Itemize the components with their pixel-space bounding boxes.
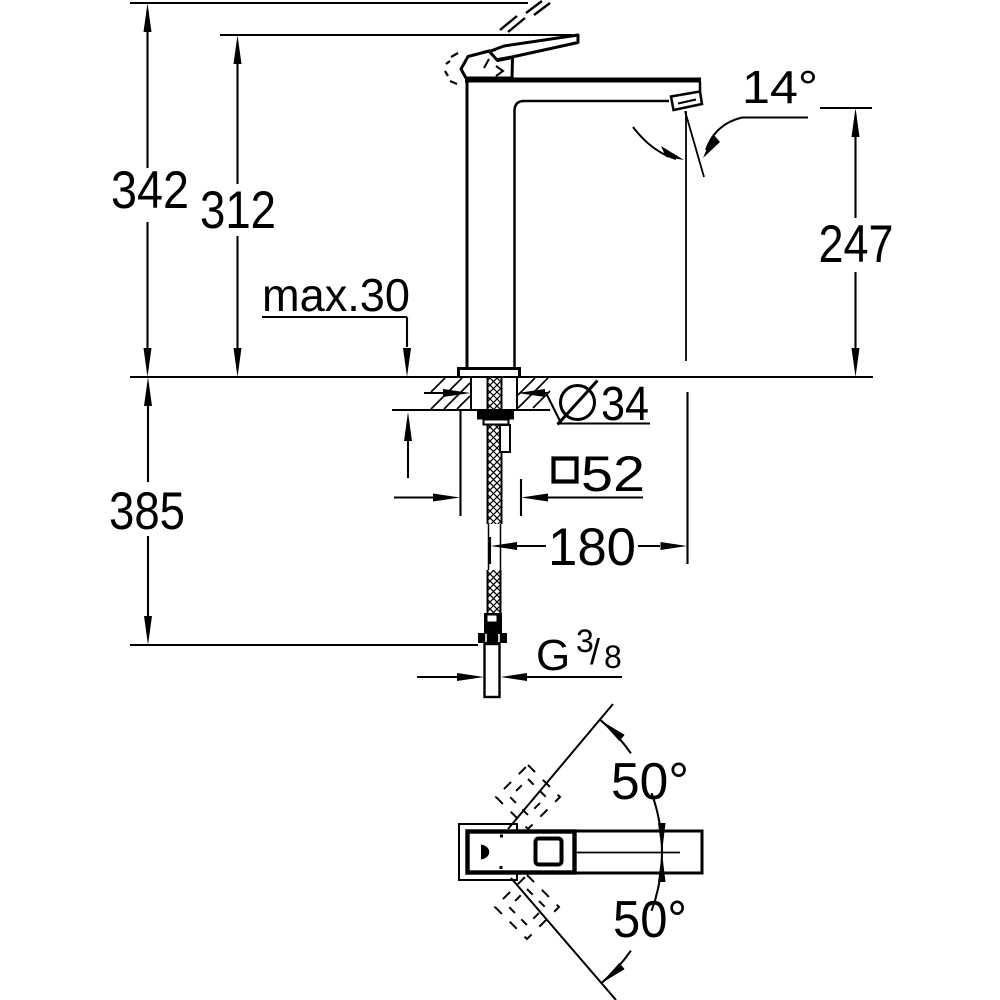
diameter-symbol-slash bbox=[556, 379, 599, 426]
arrowhead bbox=[521, 493, 548, 502]
thread-label-slash: / bbox=[590, 631, 600, 672]
spout-angle-line bbox=[684, 110, 705, 178]
plan-handle-mark bbox=[481, 844, 490, 860]
square-symbol bbox=[551, 456, 579, 484]
arrowhead bbox=[703, 134, 720, 158]
swivel-limit-line-lower bbox=[510, 877, 617, 1000]
dimension-square-52: 52 bbox=[394, 410, 645, 516]
arrowhead bbox=[600, 962, 625, 984]
arrowhead bbox=[433, 493, 460, 502]
arrowhead bbox=[490, 542, 517, 550]
dim-projection-label: 180 bbox=[548, 518, 636, 577]
plan-dot-bottom bbox=[499, 866, 503, 869]
arrowhead bbox=[144, 377, 152, 406]
mounting-nut bbox=[477, 410, 514, 420]
dim-total-height-label: 342 bbox=[111, 161, 189, 220]
dimension-385: 385 bbox=[109, 377, 185, 645]
lever-arm bbox=[486, 33, 580, 62]
connector-nut bbox=[478, 633, 507, 643]
lever-swing-break-marks bbox=[499, 0, 551, 33]
lever-base bbox=[466, 76, 514, 83]
dimension-180: 180 bbox=[488, 392, 689, 577]
arrowhead bbox=[144, 616, 152, 645]
dimension-50deg-lower: 50° bbox=[599, 852, 687, 985]
arrowhead bbox=[403, 348, 411, 377]
arrowhead bbox=[404, 412, 412, 441]
dimension-342: 342 bbox=[111, 1, 528, 377]
lever-raised-position-dashes bbox=[444, 52, 459, 86]
arrowhead bbox=[143, 348, 152, 377]
arrowhead bbox=[143, 3, 152, 32]
dim-outlet-height-label: 247 bbox=[819, 215, 894, 274]
counter-hatching bbox=[430, 377, 551, 410]
plan-dot-top bbox=[500, 834, 503, 838]
arrowhead bbox=[457, 673, 484, 681]
arrowhead bbox=[661, 146, 684, 160]
arrowhead bbox=[600, 720, 625, 742]
dimension-247: 247 bbox=[819, 106, 894, 377]
arrowhead bbox=[500, 673, 527, 681]
dim-spout-angle-label: 14° bbox=[742, 61, 818, 113]
dim-base-square-label: 52 bbox=[581, 446, 645, 502]
dim-spout-height-label: 312 bbox=[200, 181, 276, 240]
thread-nipple bbox=[483, 642, 501, 699]
arrowhead bbox=[443, 389, 471, 397]
thread-label-numerator: 3 bbox=[576, 623, 594, 659]
hose-stub bbox=[499, 424, 511, 453]
thread-label-denominator: 8 bbox=[604, 639, 622, 675]
dim-max-thickness-label: max.30 bbox=[262, 269, 410, 321]
faucet-side-view bbox=[130, 0, 873, 699]
arrowhead bbox=[660, 542, 687, 550]
threaded-shank-and-hose bbox=[477, 378, 514, 699]
dim-swivel-lower-label: 50° bbox=[613, 891, 687, 949]
hose-connector-slot bbox=[487, 615, 497, 622]
lever-detail-marks bbox=[482, 49, 505, 77]
dimension-diameter-34: 34 bbox=[424, 378, 650, 431]
aerator-slot bbox=[677, 98, 697, 105]
diameter-symbol bbox=[559, 384, 596, 421]
dimension-312: 312 bbox=[200, 33, 572, 377]
arrowhead bbox=[517, 389, 545, 397]
dimension-50deg-upper: 50° bbox=[599, 719, 689, 853]
washer bbox=[482, 418, 510, 426]
thread-label-g: G bbox=[536, 631, 570, 680]
faucet-plan-view: 50° 50° bbox=[458, 703, 704, 1000]
plan-swivel-ghost-lower bbox=[493, 873, 561, 941]
dimension-max30: max.30 bbox=[262, 269, 412, 478]
dim-shank-diameter-label: 34 bbox=[601, 378, 649, 431]
plan-swivel-ghost-upper bbox=[494, 763, 562, 831]
dimension-thread-g38: G 3 / 8 bbox=[417, 623, 622, 681]
arrowhead bbox=[851, 348, 860, 377]
arrowhead bbox=[233, 348, 242, 377]
dim-hose-length-label: 385 bbox=[109, 482, 185, 541]
arrowhead bbox=[851, 108, 860, 137]
dim-swivel-upper-label: 50° bbox=[611, 753, 689, 811]
base-plate bbox=[457, 367, 521, 377]
leader-curve-right bbox=[705, 116, 743, 151]
plan-cartridge-square bbox=[533, 836, 564, 867]
dimension-14deg: 14° bbox=[632, 61, 818, 160]
swivel-limit-line-upper bbox=[507, 703, 614, 830]
lever-handle bbox=[444, 0, 580, 86]
spout-underside-and-column-right-edge bbox=[513, 99, 669, 367]
arrowhead bbox=[658, 823, 666, 853]
arrowhead bbox=[658, 852, 666, 882]
arrowhead bbox=[233, 35, 242, 64]
